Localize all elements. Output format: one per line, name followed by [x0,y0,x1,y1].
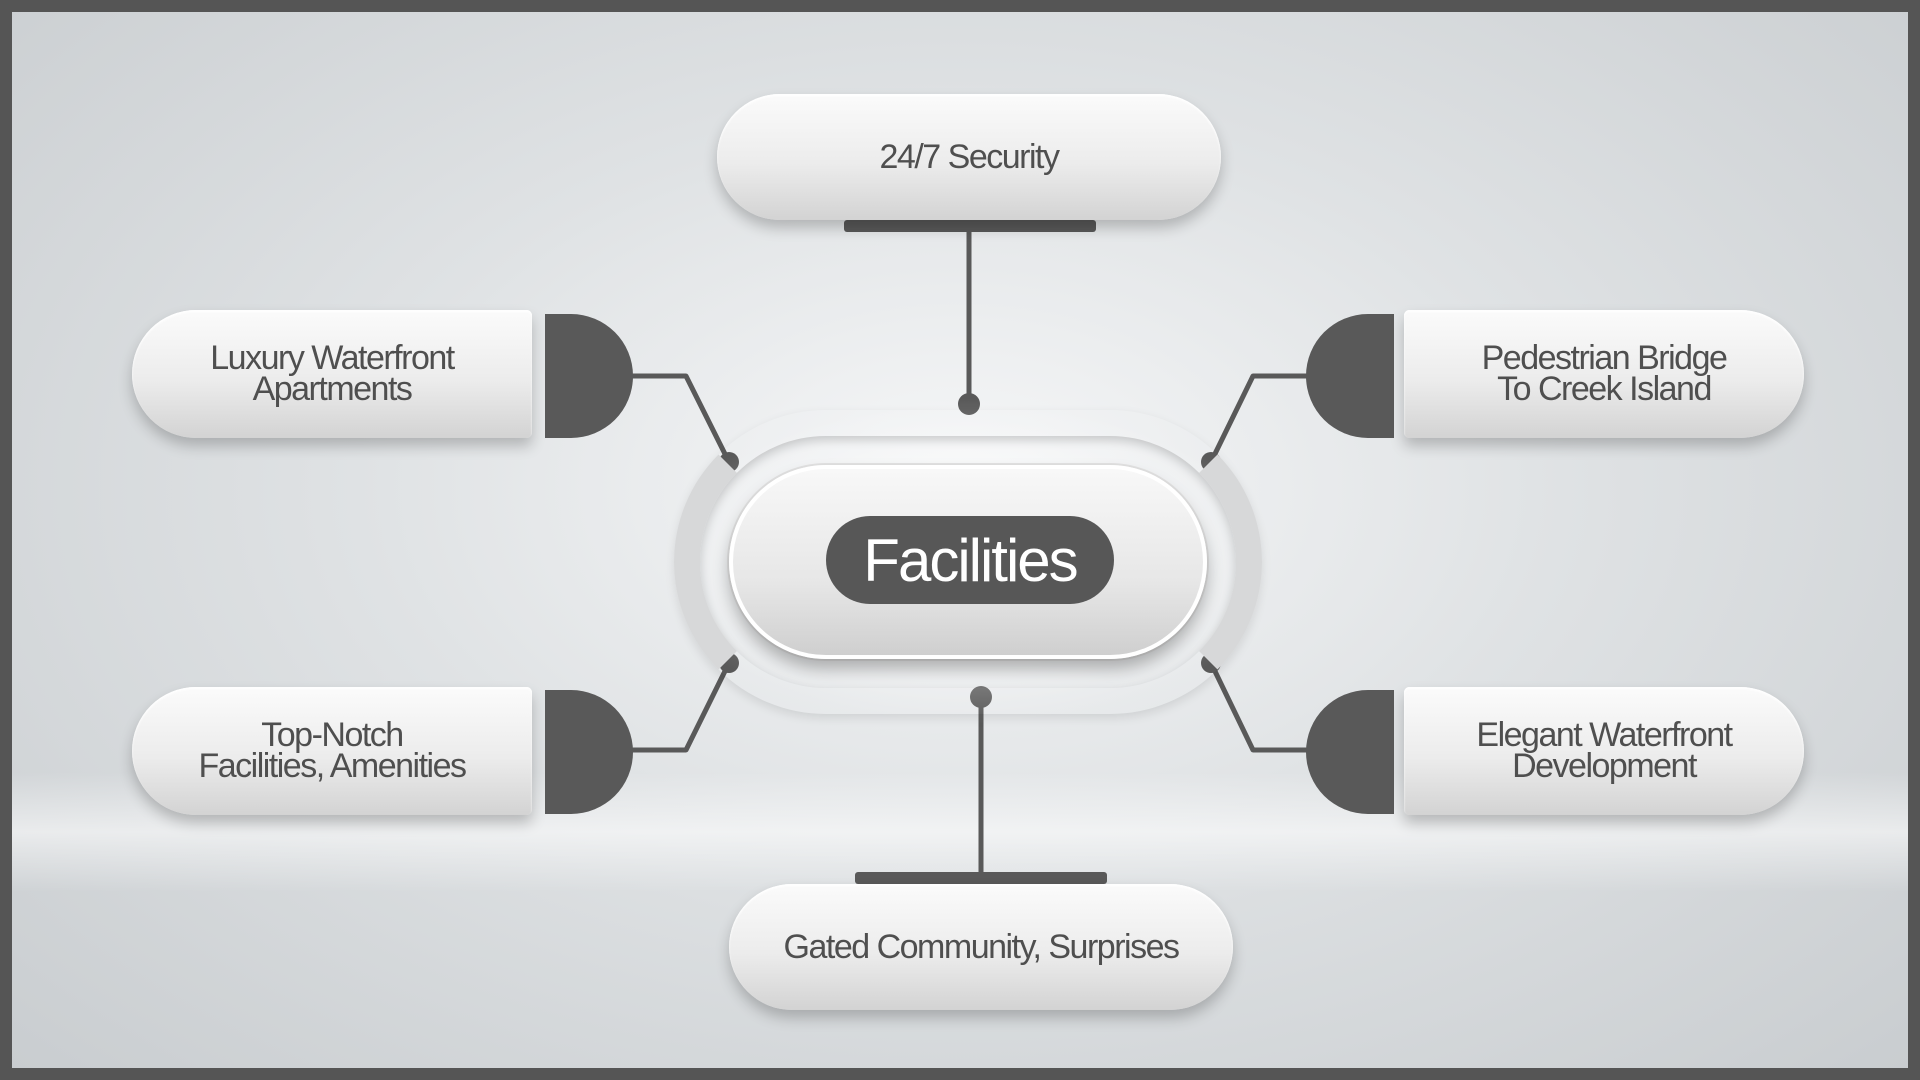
bottom-node-label: Gated Community, Surprises [783,927,1180,966]
bottom-left-node-line2: Facilities, Amenities [198,747,467,785]
top-left-node-line2: Apartments [252,370,413,408]
top-right-node: Pedestrian Bridge To Creek Island [1404,310,1804,438]
top-right-node-line2: To Creek Island [1497,370,1712,408]
bottom-node-bar [855,872,1107,884]
bottom-left-node-line1: Top-Notch [261,716,404,754]
bottom-right-node-line1: Elegant Waterfront [1476,716,1733,754]
bottom-node: Gated Community, Surprises [729,884,1233,1010]
bottom-left-node: Top-Notch Facilities, Amenities [132,687,532,815]
top-left-node: Luxury Waterfront Apartments [132,310,532,438]
bottom-right-node: Elegant Waterfront Development [1404,687,1804,815]
top-node-label: 24/7 Security [879,137,1060,176]
top-right-node-line1: Pedestrian Bridge [1481,339,1728,377]
top-node-bar [844,220,1096,232]
top-node: 24/7 Security [717,94,1221,220]
hub-title: Facilities [826,516,1114,604]
bottom-right-node-line2: Development [1512,747,1697,785]
top-left-node-line1: Luxury Waterfront [210,339,455,377]
